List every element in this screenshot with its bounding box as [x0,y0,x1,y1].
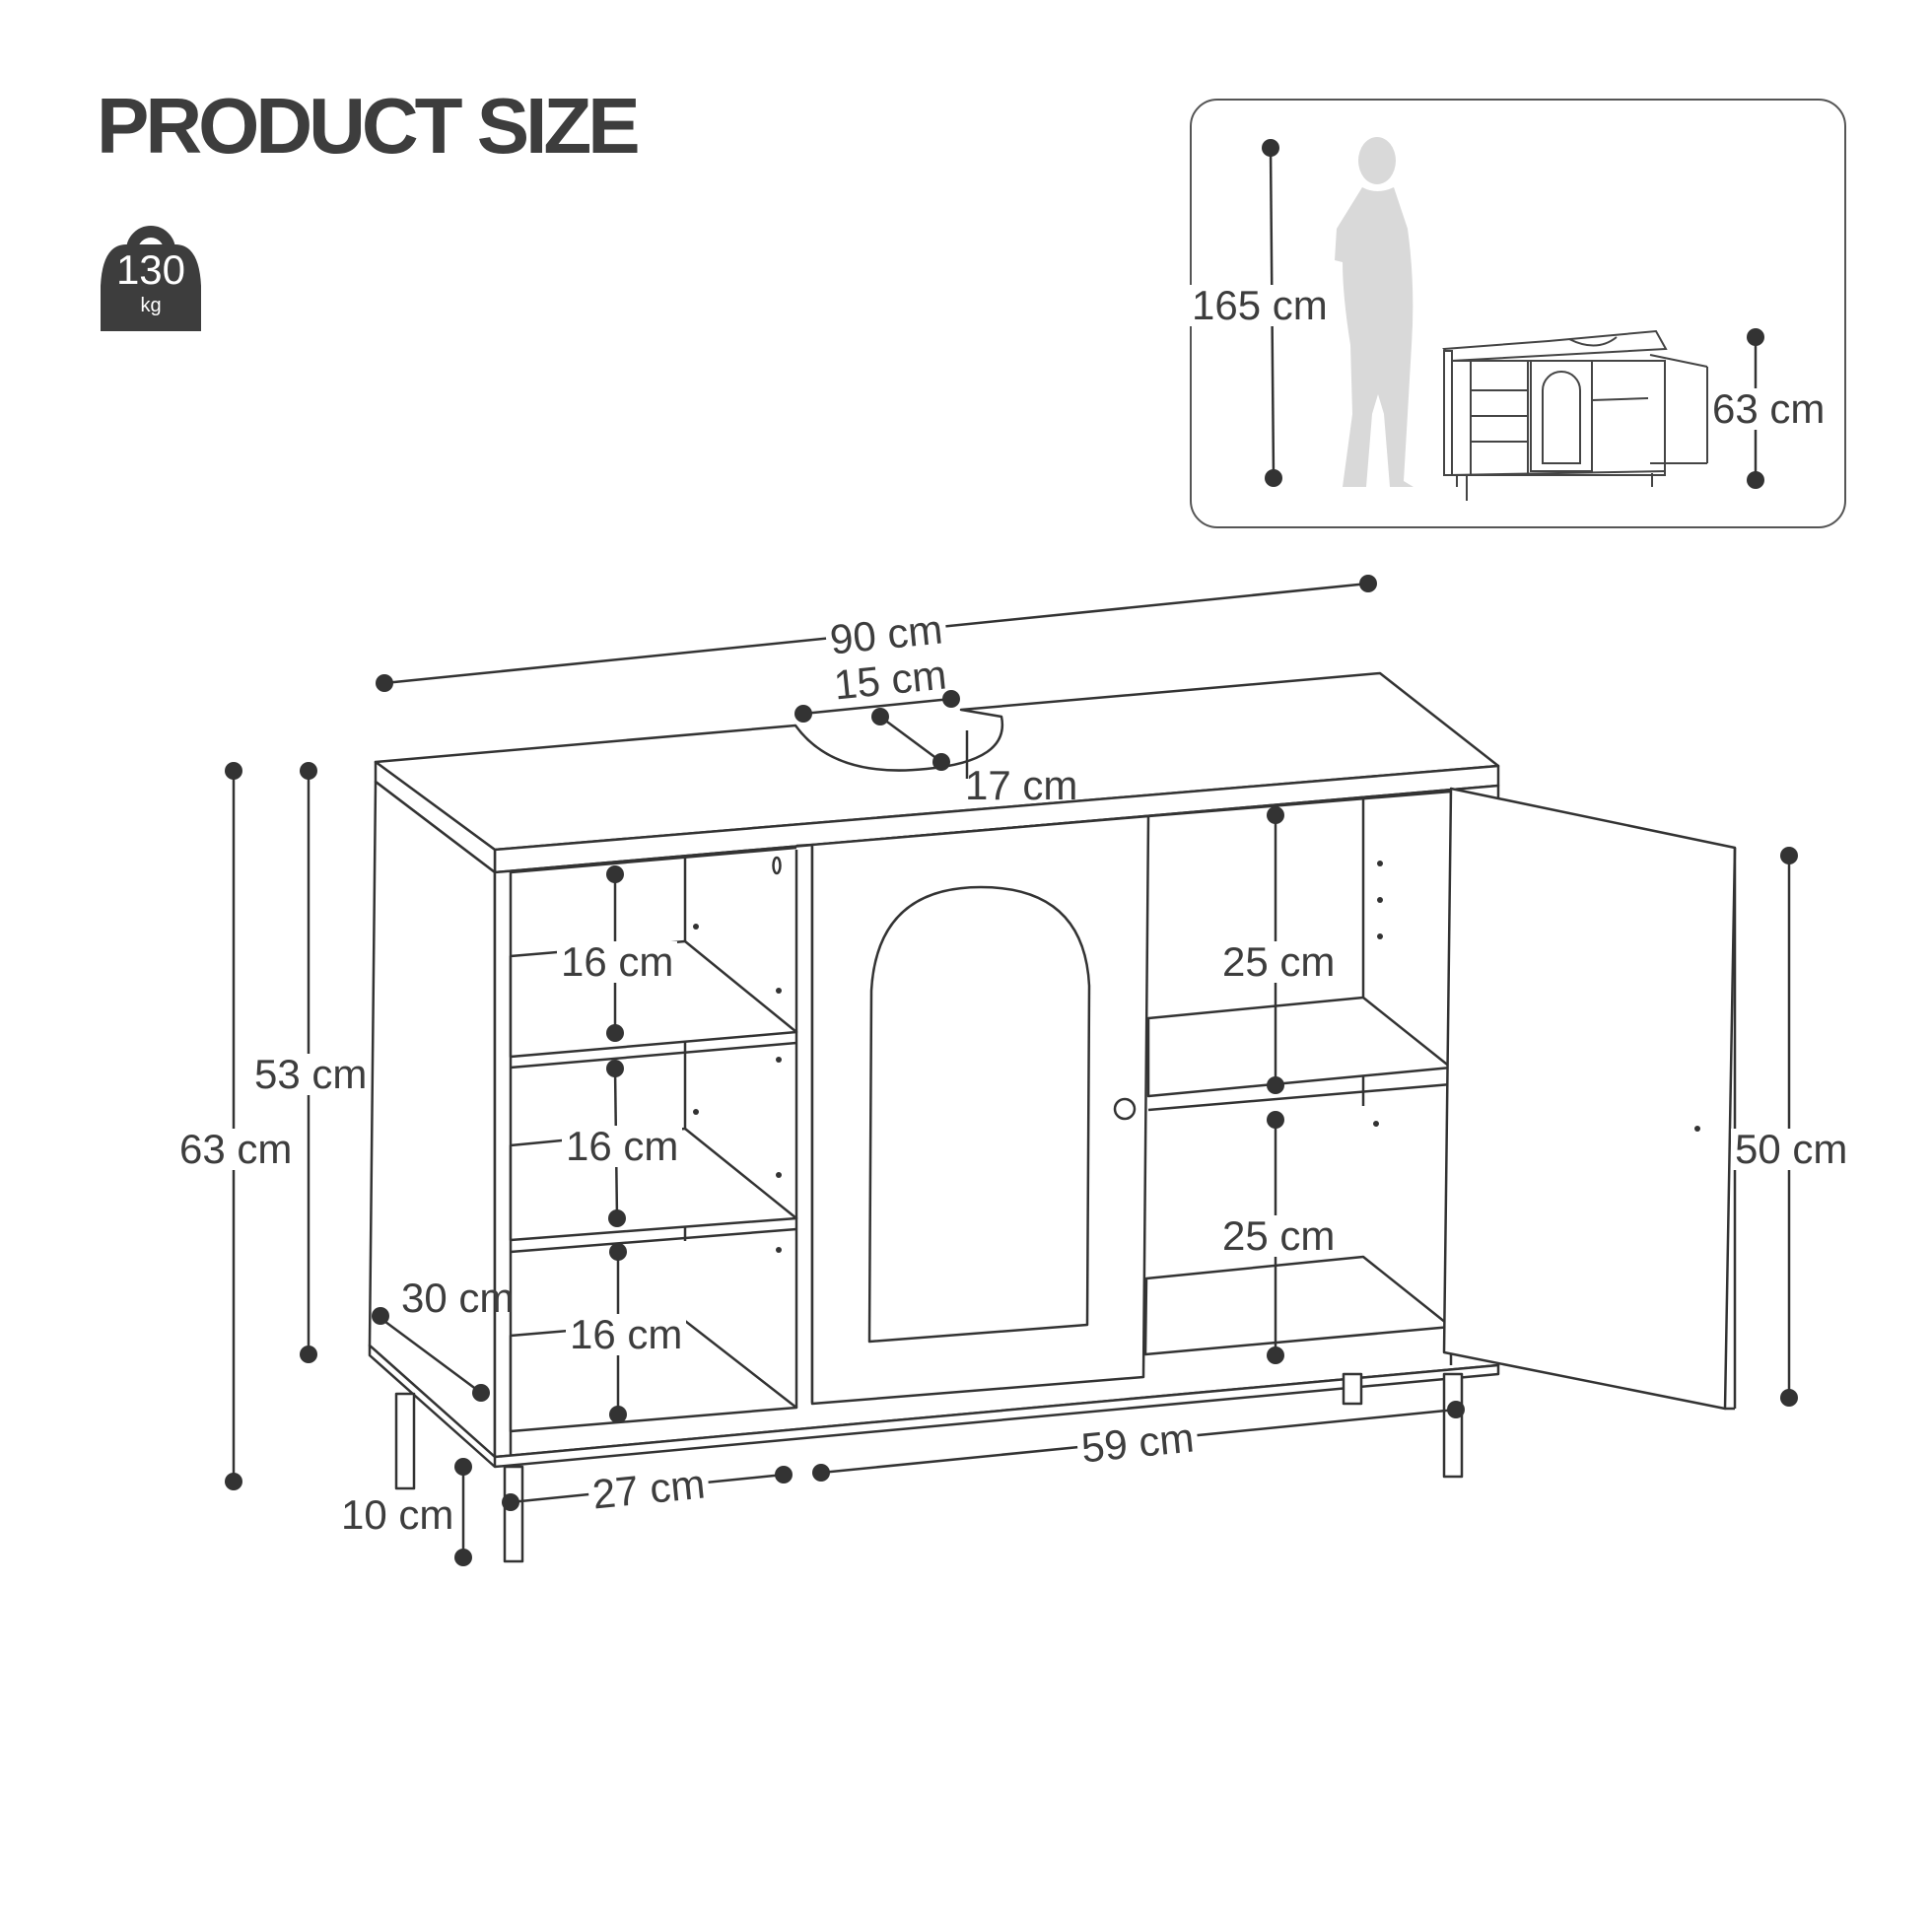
weight-value: 130 [115,246,186,293]
inset-cabinet-height-label: 63 cm [1708,388,1829,430]
door-height-label: 50 cm [1731,1129,1852,1170]
dimension-endpoint [1262,139,1279,157]
dimension-endpoints [225,575,1798,1566]
right-shelf-bottom-label: 25 cm [1218,1215,1340,1257]
dimension-endpoint [1747,328,1764,346]
body-height-label: 53 cm [250,1054,372,1095]
left-shelf-1-label: 16 cm [557,941,678,983]
right-shelf-top-label: 25 cm [1218,941,1340,983]
total-height-label: 63 cm [175,1129,297,1170]
cabinet-mini-icon [1442,329,1708,501]
person-silhouette-icon [1335,137,1414,487]
weight-unit: kg [140,295,162,316]
dimension-endpoint [1265,469,1282,487]
left-shelf-3-label: 16 cm [566,1314,687,1355]
shelf-pin-holes [693,861,1700,1253]
left-shelf-2-label: 16 cm [562,1126,683,1167]
leg-height-label: 10 cm [337,1494,458,1536]
sink-cutout-depth-label: 17 cm [965,762,1078,808]
depth-label: 30 cm [401,1275,515,1321]
weight-badge: 130 kg [97,215,205,331]
page-title: PRODUCT SIZE [97,82,641,170]
door-knob [1113,1097,1137,1121]
door-arch-window [867,885,1091,1344]
dimension-endpoint [1747,471,1764,489]
weight-icon [101,226,201,331]
countertop [374,671,1500,852]
inset-person-height-label: 165 cm [1188,285,1332,326]
